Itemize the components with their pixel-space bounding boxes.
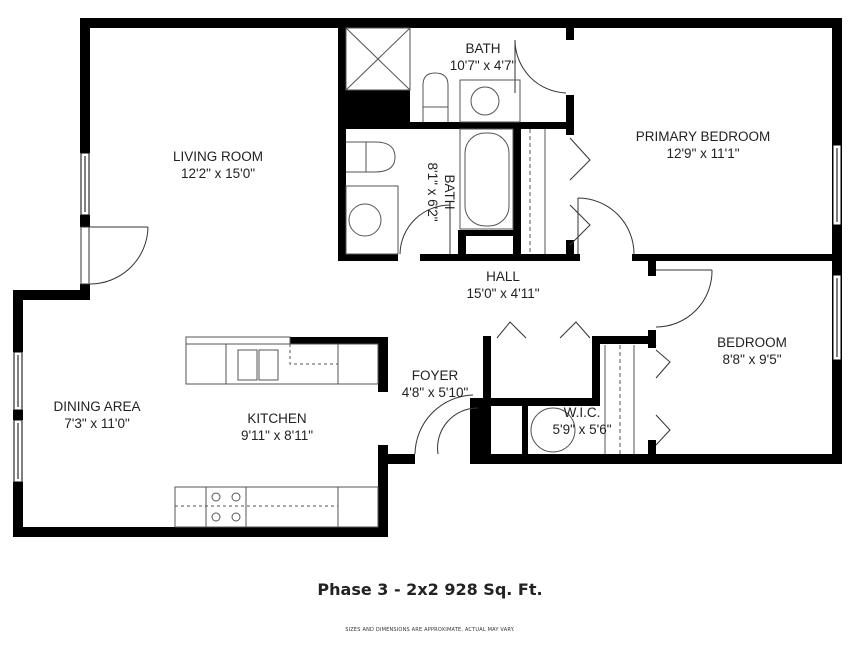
room-dimensions: 8'1" x 6'2" xyxy=(425,162,440,222)
room-label-living-room: LIVING ROOM 12'2" x 15'0" xyxy=(173,148,263,182)
room-name: W.I.C. xyxy=(563,405,601,420)
room-label-kitchen: KITCHEN 9'11" x 8'11" xyxy=(241,410,313,444)
room-dimensions: 5'9" x 5'6" xyxy=(552,422,612,437)
room-dimensions: 4'8" x 5'10" xyxy=(401,385,469,400)
room-label-primary-bedroom: PRIMARY BEDROOM 12'9" x 11'1" xyxy=(636,128,771,162)
fixtures xyxy=(174,27,635,528)
room-dimensions: 8'8" x 9'5" xyxy=(722,352,782,367)
room-dimensions: 9'11" x 8'11" xyxy=(240,428,314,443)
room-name: LIVING ROOM xyxy=(172,149,264,164)
room-label-bath-2: BATH 8'1" x 6'2" xyxy=(424,162,458,221)
room-label-wic: W.I.C. 5'9" x 5'6" xyxy=(552,404,611,438)
room-name: BEDROOM xyxy=(717,335,787,350)
room-label-bedroom: BEDROOM 8'8" x 9'5" xyxy=(717,334,787,368)
exterior-walls xyxy=(13,18,842,537)
room-name: BATH xyxy=(442,174,457,210)
room-dimensions: 10'7" x 4'7" xyxy=(449,58,517,73)
floor-plan xyxy=(13,18,842,537)
room-label-bath-1: BATH 10'7" x 4'7" xyxy=(450,40,517,74)
room-name: DINING AREA xyxy=(53,399,141,414)
room-dimensions: 7'3" x 11'0" xyxy=(64,416,130,431)
room-name: PRIMARY BEDROOM xyxy=(635,129,771,144)
windows xyxy=(13,144,842,483)
room-label-dining-area: DINING AREA 7'3" x 11'0" xyxy=(53,398,140,432)
interior-walls xyxy=(338,18,842,460)
doors xyxy=(80,39,713,455)
room-dimensions: 12'2" x 15'0" xyxy=(180,166,256,181)
room-name: FOYER xyxy=(411,368,459,383)
room-label-foyer: FOYER 4'8" x 5'10" xyxy=(402,367,469,401)
room-name: BATH xyxy=(465,41,501,56)
floorplan-title: Phase 3 - 2x2 928 Sq. Ft. xyxy=(317,580,543,599)
room-label-hall: HALL 15'0" x 4'11" xyxy=(466,268,539,302)
room-dimensions: 12'9" x 11'1" xyxy=(666,146,740,161)
disclaimer-text: SIZES AND DIMENSIONS ARE APPROXIMATE, AC… xyxy=(345,627,515,633)
room-name: HALL xyxy=(486,269,520,284)
room-dimensions: 15'0" x 4'11" xyxy=(466,286,540,301)
room-name: KITCHEN xyxy=(247,411,307,426)
